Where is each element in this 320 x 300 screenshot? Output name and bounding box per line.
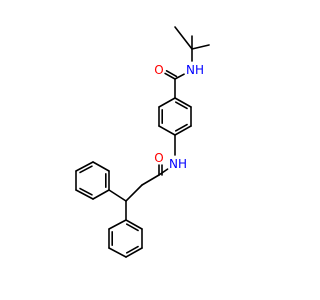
bond-inner-a-ph2-c1-a-ph2-c2	[126, 223, 139, 232]
bond-a-c-amide-mid-a-ch2	[141, 174, 160, 186]
bond-a-ph2-c4-a-ph2-c5	[108, 247, 127, 258]
bond-a-tbu-c-a-tbu-me3	[191, 44, 210, 50]
bond-second-a-c-amide-top-a-o-amide-top	[165, 70, 178, 78]
bond-a-ch2-a-ch	[125, 184, 143, 202]
bond-a-n-amide-top-a-c-amide-top	[174, 73, 185, 80]
bond-a-n-amide-mid-a-c-amide-mid	[158, 168, 169, 176]
bond-a-ph2-c6-a-ph2-c1	[108, 219, 127, 230]
bond-a-ring1-c3-a-ring1-c4	[174, 125, 192, 136]
bond-inner-a-ring1-c3-a-ring1-c4	[175, 123, 188, 132]
bond-inner-a-ph2-c3-a-ph2-c4	[126, 245, 139, 254]
bond-a-ph1-c2-a-ph1-c3	[92, 161, 110, 172]
bond-inner-a-ph1-c5-a-ph1-c6	[79, 187, 93, 196]
bond-a-ph2-c3-a-ph2-c4	[125, 247, 143, 258]
bond-a-ring1-c1-a-ring1-c2	[174, 97, 192, 108]
bond-a-ph1-c5-a-ph1-c6	[75, 189, 94, 200]
bond-inner-a-ring1-c1-a-ring1-c2	[175, 101, 188, 110]
bond-layer	[75, 26, 210, 258]
atom-label-o-amide-top: O	[154, 63, 163, 77]
bond-a-ch-a-ph1-c1	[108, 189, 127, 202]
canvas-background	[0, 0, 300, 300]
atom-label-o-amide-mid: O	[154, 151, 163, 165]
bond-a-c-amide-top-a-o-amide-top	[164, 72, 176, 80]
atom-label-n-amide-mid: NH	[169, 157, 187, 171]
bond-a-ph1-c6-a-ph1-c1	[92, 189, 110, 200]
atom-label-layer: NH O NH O	[154, 63, 204, 171]
bond-a-ph1-c3-a-ph1-c4	[75, 161, 94, 172]
bond-inner-a-ph1-c3-a-ph1-c4	[79, 165, 93, 174]
molecule-structure: NH O NH O	[0, 0, 300, 300]
atom-label-n-amide-top: NH	[186, 63, 204, 77]
bond-a-ring1-c6-a-ring1-c1	[158, 97, 176, 108]
bond-a-ring1-c4-a-ring1-c5	[158, 125, 176, 136]
bond-a-ph2-c1-a-ph2-c2	[125, 219, 143, 230]
bond-a-tbu-c-a-tbu-me2	[174, 26, 193, 50]
